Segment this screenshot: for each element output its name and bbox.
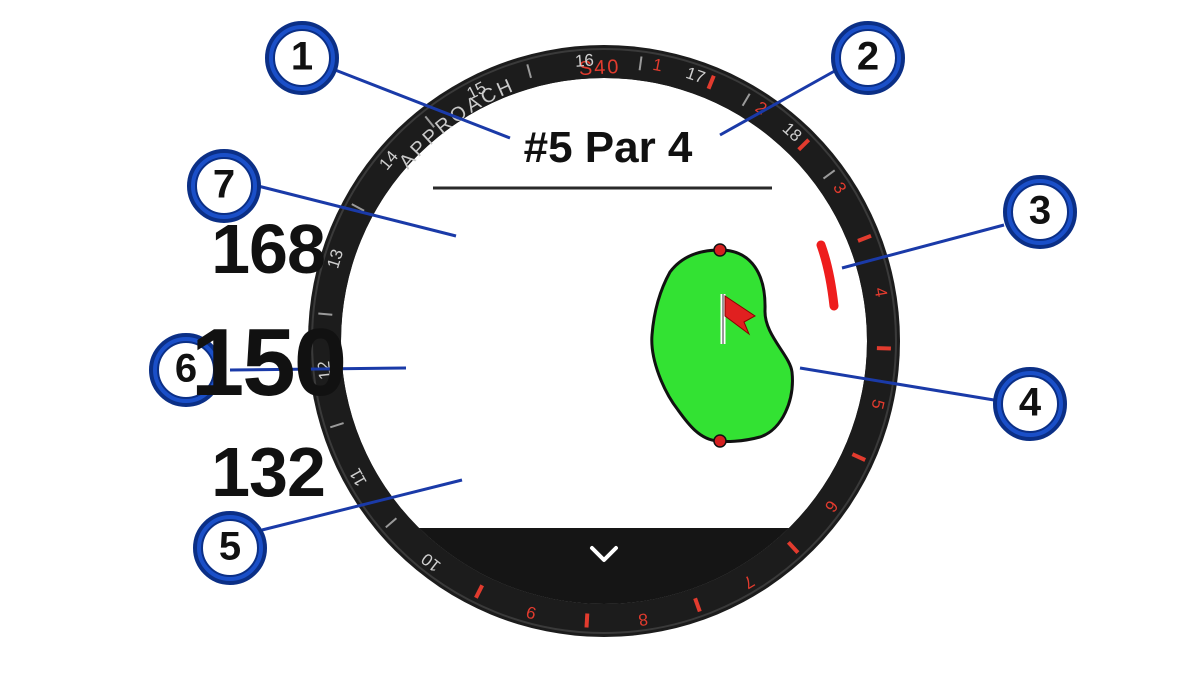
- bezel-tick: [741, 93, 751, 107]
- bezel-tick: [786, 540, 800, 554]
- bezel-hole-16: 16: [574, 51, 594, 71]
- bezel-hole-4: 4: [871, 286, 891, 299]
- callout-number: 1: [291, 35, 313, 79]
- current-hole-indicator: [816, 240, 839, 311]
- callout-1: 1: [265, 21, 339, 95]
- bezel-model-text: S40: [578, 56, 621, 80]
- middle-of-green-distance: 150: [190, 309, 347, 416]
- bezel-tick: [706, 75, 716, 90]
- callout-number: 5: [219, 525, 241, 569]
- hole-number-par: #5 Par 4: [523, 123, 693, 172]
- bezel-tick: [329, 422, 344, 429]
- bezel-tick: [424, 115, 435, 128]
- callout-3: 3: [1003, 175, 1077, 249]
- flag-icon: [720, 294, 756, 344]
- bezel-tick: [351, 203, 365, 212]
- chevron-down-icon[interactable]: [590, 546, 618, 562]
- callout-number: 2: [857, 35, 879, 79]
- callout-markers: 1 2 3 4 5 6 7: [149, 21, 1077, 585]
- bezel-tick: [857, 233, 872, 243]
- callout-number: 6: [175, 347, 197, 391]
- bezel-hole-1: 1: [651, 55, 664, 75]
- green-front-marker: [713, 434, 727, 448]
- bezel-hole-13: 13: [323, 247, 347, 271]
- callout-4: 4: [993, 367, 1067, 441]
- bezel-tick: [584, 613, 590, 628]
- bezel-hole-8: 8: [637, 609, 649, 629]
- callout-number: 4: [1019, 381, 1042, 425]
- callout-2: 2: [831, 21, 905, 95]
- bezel-tick: [526, 64, 532, 79]
- bezel-tick: [474, 584, 484, 599]
- bezel-tick: [693, 597, 702, 613]
- callout-number: 7: [213, 163, 235, 207]
- front-of-green-distance: 132: [211, 433, 326, 511]
- back-of-green-distance: 168: [211, 210, 326, 288]
- bezel-tick: [638, 56, 643, 71]
- callout-5: 5: [193, 511, 267, 585]
- bezel-tick: [851, 452, 867, 462]
- bezel-hole-5: 5: [867, 397, 888, 411]
- bezel-edge: [311, 48, 897, 634]
- bezel-tick: [822, 169, 836, 180]
- leader-lines: [229, 66, 1005, 532]
- callout-6: 6: [149, 333, 223, 407]
- bezel-tick: [797, 138, 811, 152]
- callout-7: 7: [187, 149, 261, 223]
- bezel-tick: [318, 312, 333, 316]
- callout-number: 3: [1029, 189, 1051, 233]
- bezel-tick: [385, 517, 398, 529]
- green-back-marker: [713, 243, 727, 257]
